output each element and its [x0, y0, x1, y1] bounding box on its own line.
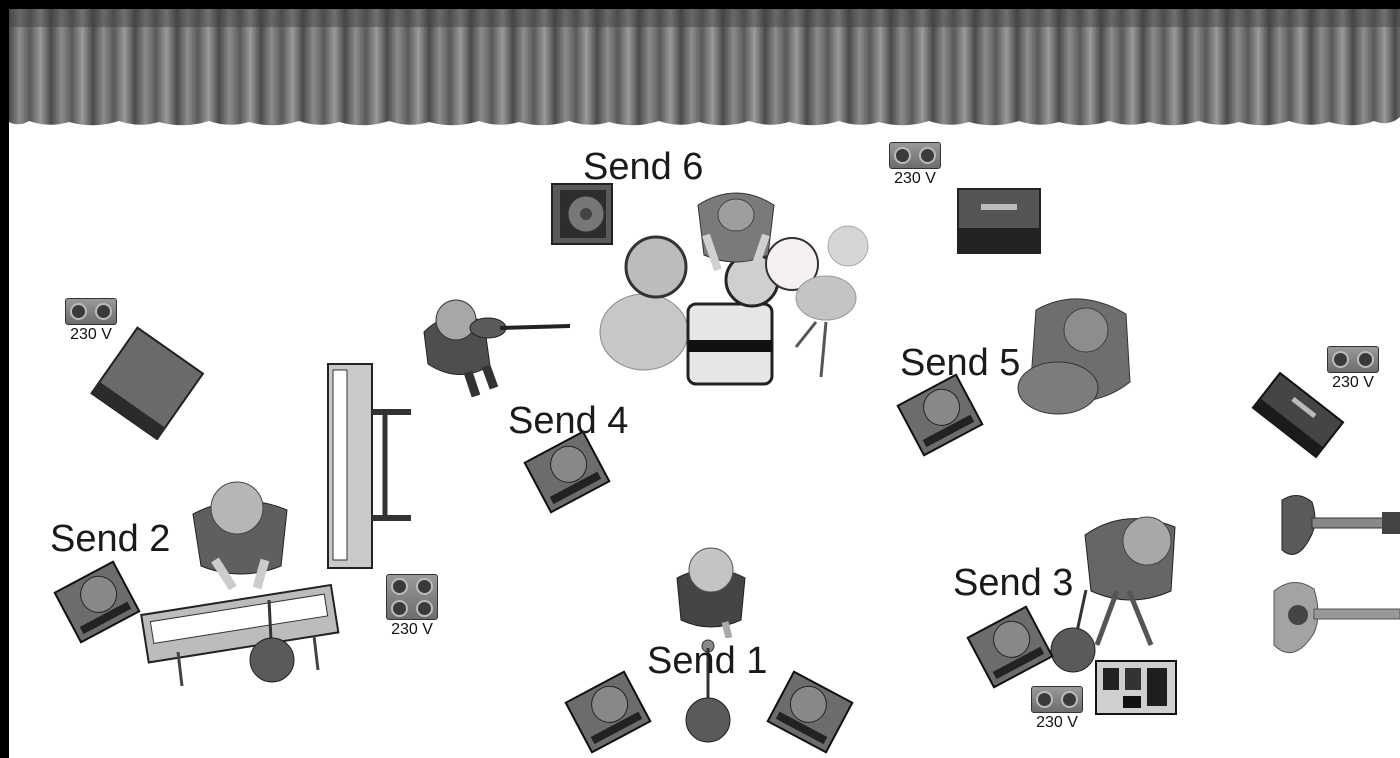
- stage-plot: Send 6 Send 5 Send 4 Send 2 Send 3 Send …: [0, 0, 1400, 758]
- frame-border: [0, 0, 1400, 758]
